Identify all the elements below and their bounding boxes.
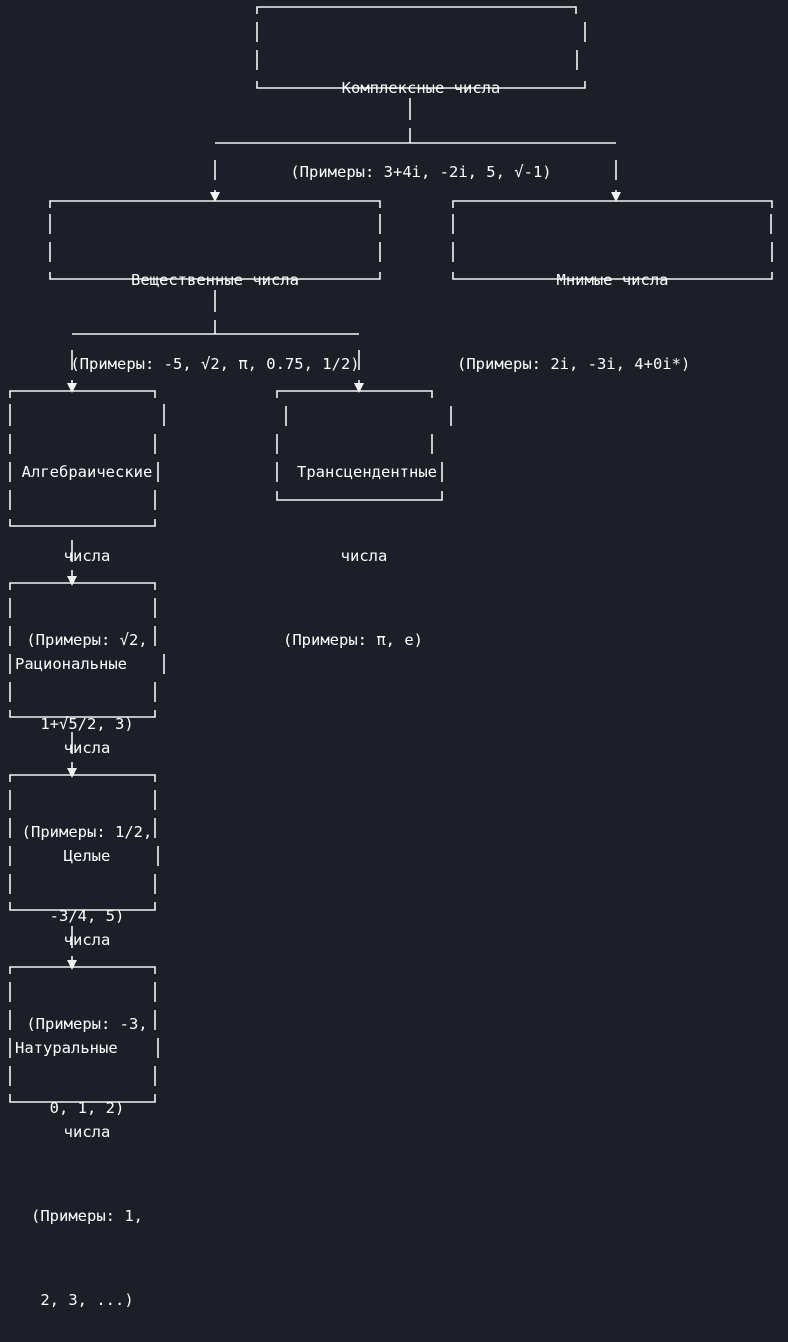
integer-box-frame: [9, 774, 159, 911]
node-real-examples: (Примеры: -5, √2, π, 0.75, 1/2): [70, 355, 360, 373]
arrow-to-algebraic: [67, 383, 77, 393]
node-rational-examples-line2: -3/4, 5): [49, 907, 125, 925]
node-complex-examples: (Примеры: 3+4i, -2i, 5, √-1): [290, 163, 552, 181]
arrow-to-rational: [67, 576, 77, 586]
node-algebraic-examples: (Примеры: √2,: [26, 631, 148, 649]
node-transcendent-title: Трансцендентные: [297, 463, 437, 481]
node-transcendent-examples: (Примеры: π, e): [283, 631, 423, 649]
complex-box-frame: [256, 6, 586, 89]
node-natural-title-line2: числа: [63, 1123, 111, 1141]
node-integer-examples: (Примеры: -3,: [26, 1015, 148, 1033]
node-imaginary-title: Мнимые числа: [556, 271, 669, 289]
arrow-to-natural: [67, 960, 77, 970]
transcendent-box-frame: [276, 390, 452, 501]
node-imaginary: Мнимые числа (Примеры: 2i, -3i, 4+0i*): [453, 210, 772, 406]
node-real-title: Вещественные числа: [131, 271, 299, 289]
node-rational: Рациональные числа (Примеры: 1/2, -3/4, …: [10, 594, 164, 958]
arrow-to-integer: [67, 768, 77, 778]
rational-box-frame: [9, 582, 165, 718]
node-integer-title: Целые: [63, 847, 111, 865]
diagram-connectors: [9, 6, 773, 1103]
node-algebraic-examples-line2: 1+√5/2, 3): [40, 715, 134, 733]
node-natural-examples-line2: 2, 3, ...): [40, 1291, 134, 1309]
node-natural: Натуральные числа (Примеры: 1, 2, 3, ...…: [10, 978, 164, 1342]
node-algebraic-title: Алгебраические: [21, 463, 153, 481]
node-complex-title: Комплексные числа: [341, 79, 501, 97]
natural-box-frame: [9, 966, 159, 1103]
node-rational-title: Рациональные: [15, 655, 127, 673]
imaginary-box-frame: [452, 200, 773, 280]
algebraic-box-frame: [9, 390, 165, 527]
arrow-to-transcendent: [354, 383, 364, 393]
node-integer-title-line2: числа: [63, 931, 111, 949]
node-algebraic: Алгебраические числа (Примеры: √2, 1+√5/…: [10, 402, 164, 766]
arrow-to-imaginary: [611, 192, 621, 202]
node-algebraic-title-line2: числа: [63, 547, 111, 565]
node-natural-examples: (Примеры: 1,: [31, 1207, 143, 1225]
node-transcendent: Трансцендентные числа (Примеры: π, e): [277, 402, 451, 682]
node-complex: Комплексные числа (Примеры: 3+4i, -2i, 5…: [257, 18, 585, 214]
node-natural-title: Натуральные: [15, 1039, 118, 1057]
arrow-to-real: [210, 192, 220, 202]
real-box-frame: [49, 200, 381, 280]
node-real: Вещественные числа (Примеры: -5, √2, π, …: [50, 210, 380, 406]
node-rational-examples: (Примеры: 1/2,: [21, 823, 153, 841]
node-transcendent-title-line2: числа: [340, 547, 388, 565]
node-rational-title-line2: числа: [63, 739, 111, 757]
node-imaginary-examples: (Примеры: 2i, -3i, 4+0i*): [457, 355, 691, 373]
